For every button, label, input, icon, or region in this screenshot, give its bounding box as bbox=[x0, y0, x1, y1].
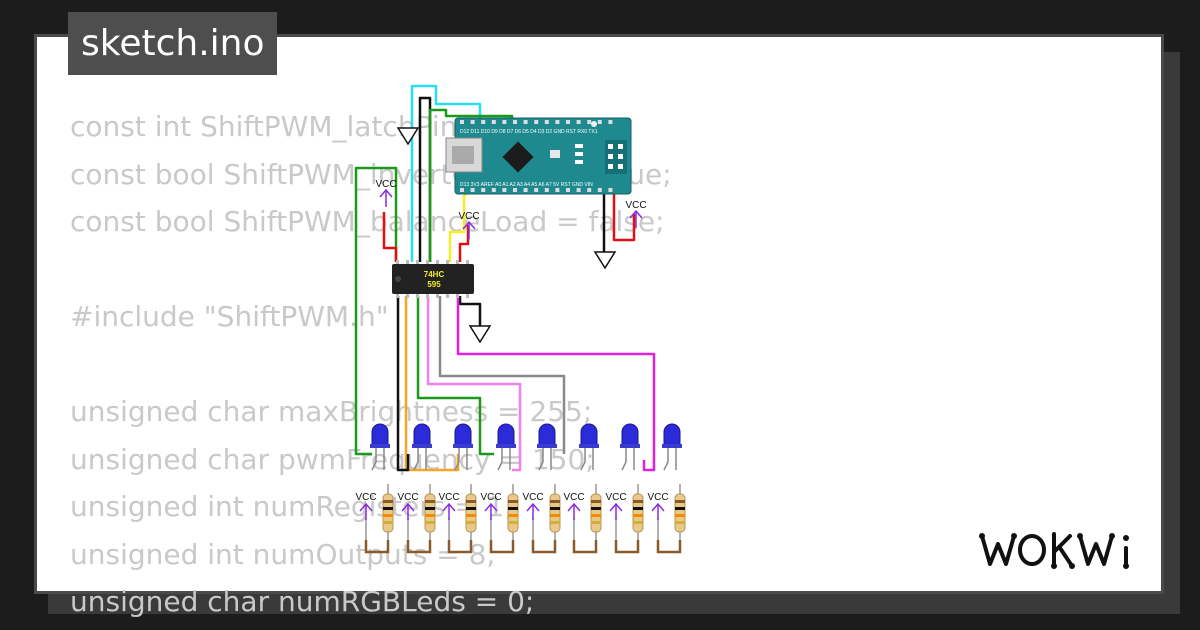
wire-black-left bbox=[396, 296, 410, 472]
vcc-label: VCC bbox=[480, 492, 501, 503]
wire-orange bbox=[404, 296, 460, 472]
resistor bbox=[572, 484, 602, 554]
wire-cyan bbox=[410, 84, 482, 262]
vcc-symbols: VCC VCC VCC bbox=[375, 179, 647, 239]
vcc-label: VCC bbox=[458, 211, 479, 222]
resistor bbox=[364, 484, 394, 554]
code-preview: const int ShiftPWM_latchPin = 8;const bo… bbox=[70, 103, 672, 626]
led bbox=[412, 423, 432, 471]
vcc-symbol: VCC bbox=[563, 492, 585, 520]
vcc-symbol: VCC bbox=[647, 492, 669, 520]
vcc-symbol: VCC bbox=[522, 492, 544, 520]
code-line: unsigned int numOutputs = 8; bbox=[70, 537, 496, 571]
code-line: const bool ShiftPWM_balanceLoad = false; bbox=[70, 205, 665, 238]
file-tab: sketch.ino bbox=[68, 12, 278, 75]
vcc-symbol: VCC bbox=[605, 492, 627, 520]
wokwi-logo bbox=[979, 532, 1129, 569]
wire-red-vin bbox=[612, 188, 636, 242]
ground-icon bbox=[396, 127, 420, 146]
wire-black-loop bbox=[418, 96, 432, 262]
vcc-symbol: VCC bbox=[480, 492, 502, 520]
vcc-label: VCC bbox=[355, 492, 376, 503]
led bbox=[662, 423, 682, 471]
vcc-symbol: VCC bbox=[625, 200, 647, 228]
led-row bbox=[370, 423, 682, 471]
vcc-symbol: VCC bbox=[397, 492, 419, 520]
led bbox=[537, 423, 557, 471]
resistor bbox=[447, 484, 477, 554]
resistor bbox=[531, 484, 561, 554]
resistor bbox=[489, 484, 519, 554]
vcc-symbol: VCC bbox=[438, 492, 460, 520]
vcc-label: VCC bbox=[605, 492, 626, 503]
wire-gray bbox=[438, 296, 566, 454]
led bbox=[620, 423, 640, 471]
vcc-label: VCC bbox=[563, 492, 584, 503]
ground-symbols bbox=[396, 127, 617, 344]
shift-register: 74HC 595 bbox=[392, 260, 474, 298]
vcc-label: VCC bbox=[647, 492, 668, 503]
vcc-symbol: VCC bbox=[355, 492, 377, 520]
code-line: #include "ShiftPWM.h" bbox=[70, 300, 389, 333]
led bbox=[579, 423, 599, 471]
wire-green-left bbox=[354, 166, 398, 456]
wire-red-left bbox=[382, 212, 398, 262]
resistor bbox=[614, 484, 644, 554]
wire-red-mid bbox=[458, 225, 470, 262]
code-line: unsigned char numRGBLeds = 0; bbox=[70, 585, 535, 618]
chip-label-bottom: 595 bbox=[427, 280, 441, 289]
arduino-nano: D12 D11 D10 D9 D8 D7 D6 D5 D4 D3 D2 GND … bbox=[445, 117, 632, 195]
led bbox=[370, 423, 390, 471]
ground-icon bbox=[468, 325, 492, 344]
vcc-symbol: VCC bbox=[458, 211, 480, 239]
wire-magenta bbox=[456, 296, 656, 472]
wire-pink bbox=[426, 296, 522, 472]
resistor bbox=[406, 484, 436, 554]
resistor-row: VCC VCC VCC VCC VCC VCC VCC VCC bbox=[355, 484, 686, 554]
wire-black-chip bbox=[458, 296, 482, 326]
nano-top-pin-labels: D12 D11 D10 D9 D8 D7 D6 D5 D4 D3 D2 GND … bbox=[460, 129, 598, 135]
vcc-symbol: VCC bbox=[375, 179, 397, 207]
vcc-label: VCC bbox=[522, 492, 543, 503]
vcc-label: VCC bbox=[625, 200, 646, 211]
led bbox=[496, 423, 516, 471]
vcc-label: VCC bbox=[397, 492, 418, 503]
vcc-label: VCC bbox=[375, 179, 396, 190]
wire-green-bottom bbox=[416, 296, 494, 456]
ground-icon bbox=[593, 251, 617, 270]
vcc-label: VCC bbox=[438, 492, 459, 503]
code-line: unsigned char maxBrightness = 255; bbox=[70, 395, 593, 428]
chip-label-top: 74HC bbox=[424, 270, 445, 279]
led bbox=[453, 423, 473, 471]
resistor bbox=[656, 484, 686, 554]
nano-bottom-pin-labels: D13 3V3 AREF A0 A1 A2 A3 A4 A5 A6 A7 5V … bbox=[460, 182, 593, 188]
